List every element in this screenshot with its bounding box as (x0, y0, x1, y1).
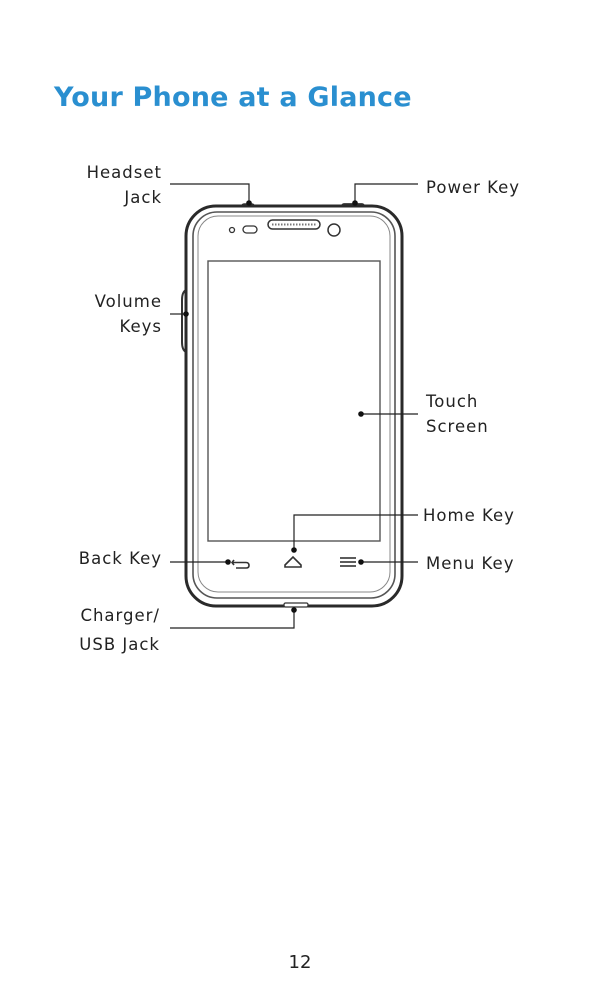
label-touch-screen: Touch Screen (426, 392, 489, 436)
menu-key-icon (340, 557, 356, 567)
home-key-icon (284, 555, 302, 568)
page-title: Your Phone at a Glance (54, 82, 412, 113)
label-volume-keys: Volume Keys (94, 292, 162, 336)
phone-diagram (170, 183, 418, 629)
charger-usb-port (283, 602, 309, 608)
label-menu-key: Menu Key (426, 554, 515, 573)
touch-screen (207, 260, 381, 542)
callout-lines (170, 183, 418, 629)
label-headset-jack: Headset Jack (86, 163, 162, 207)
front-camera (327, 223, 341, 237)
sensor-pill (242, 225, 258, 234)
callout-dots (183, 200, 364, 613)
page-number: 12 (288, 952, 312, 973)
label-power-key: Power Key (426, 178, 521, 197)
label-back-key: Back Key (78, 549, 162, 568)
sensor-dot (228, 226, 236, 234)
label-charger-usb-jack: Charger/ USB Jack (79, 606, 160, 654)
back-key-icon (230, 559, 250, 569)
label-home-key: Home Key (423, 506, 515, 525)
